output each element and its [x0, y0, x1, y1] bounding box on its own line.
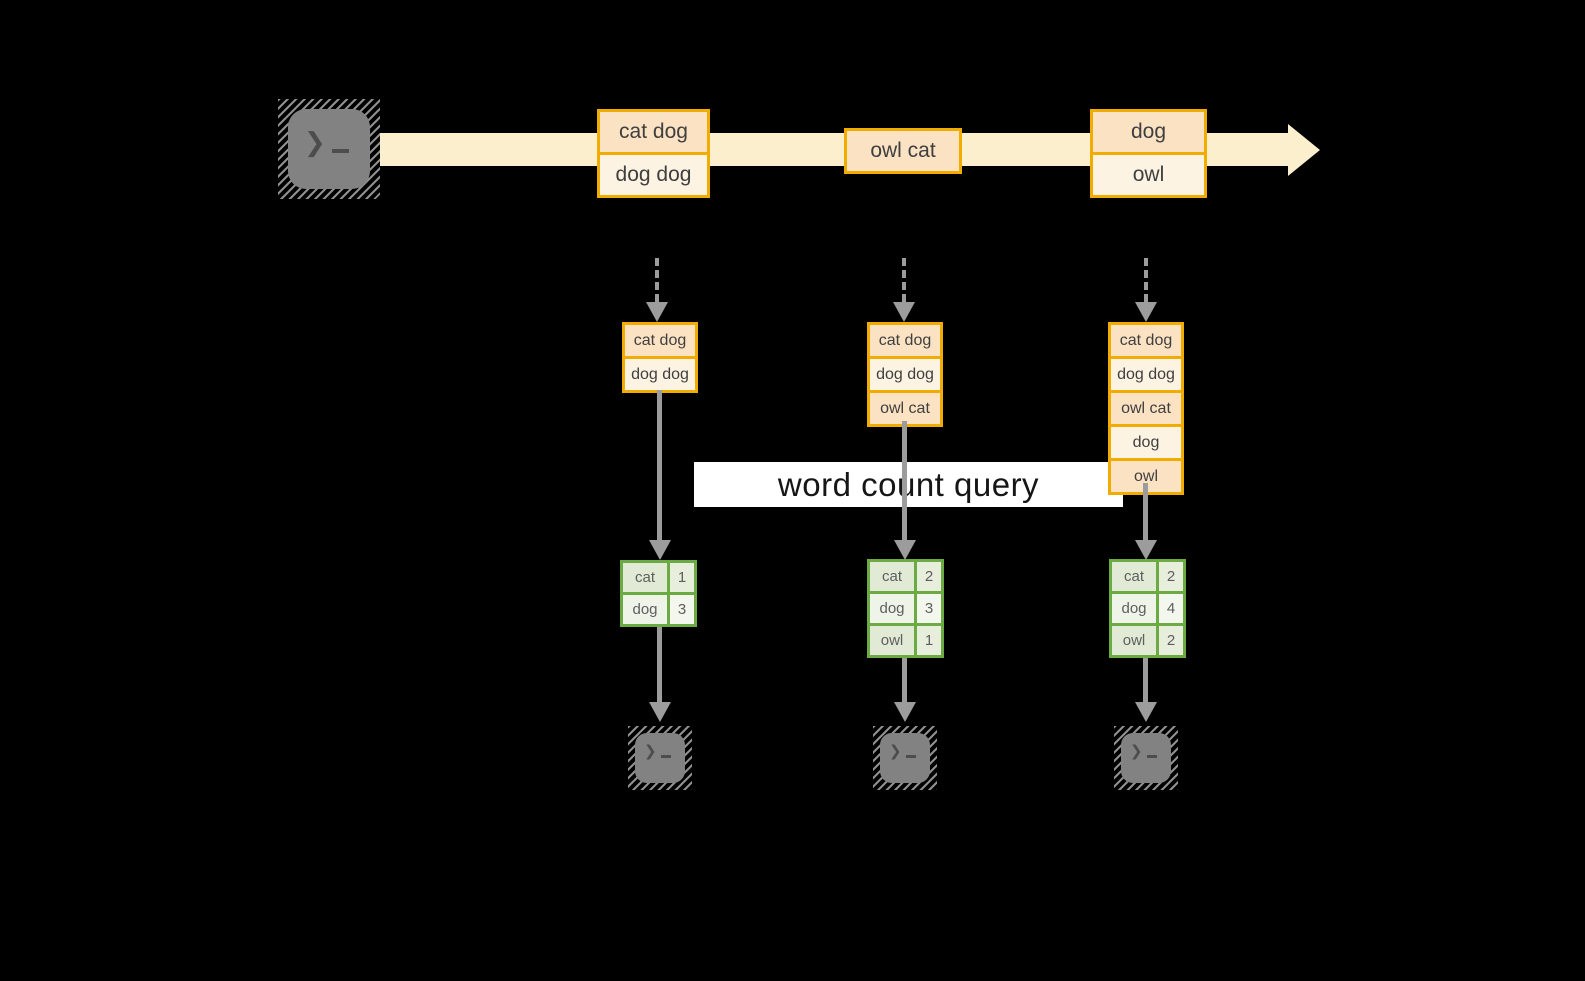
buffer-line: cat dog: [1111, 325, 1181, 356]
event-line: dog dog: [600, 152, 707, 195]
count-row: dog 4: [1112, 591, 1183, 623]
count-value: 3: [917, 594, 941, 623]
stream-source-terminal-icon: ❯: [278, 99, 380, 199]
count-value: 4: [1159, 594, 1183, 623]
output-terminal-1-icon: ❯: [628, 726, 692, 790]
query-arrow-1: [657, 390, 662, 540]
count-word: dog: [1112, 594, 1159, 623]
buffer-line: owl cat: [870, 390, 940, 424]
stream-event-1: cat dog dog dog: [597, 109, 710, 198]
buffer-line: dog dog: [870, 356, 940, 390]
ingest-dashed-arrow-3: [1144, 258, 1148, 302]
query-banner: word count query: [694, 462, 1123, 507]
count-value: 2: [1159, 626, 1183, 655]
ingest-arrowhead-2-icon: [893, 302, 915, 322]
prompt-underscore-icon: [660, 755, 671, 758]
terminal-screen: ❯: [880, 733, 930, 783]
stream-event-3: dog owl: [1090, 109, 1207, 198]
buffer-line: dog dog: [625, 356, 695, 390]
count-value: 2: [917, 562, 941, 591]
output-arrowhead-3-icon: [1135, 702, 1157, 722]
count-table-3: cat 2 dog 4 owl 2: [1109, 559, 1186, 658]
ingest-dashed-arrow-2: [902, 258, 906, 302]
prompt-underscore-icon: [331, 149, 349, 153]
event-line: dog: [1093, 112, 1204, 152]
terminal-screen: ❯: [288, 109, 370, 189]
prompt-underscore-icon: [905, 755, 916, 758]
buffer-line: owl cat: [1111, 390, 1181, 424]
query-arrowhead-3-icon: [1135, 540, 1157, 560]
count-word: dog: [870, 594, 917, 623]
prompt-chevron-icon: ❯: [889, 743, 902, 760]
count-row: owl 2: [1112, 623, 1183, 655]
output-arrow-1: [657, 627, 662, 702]
count-word: cat: [623, 563, 670, 592]
output-arrowhead-1-icon: [649, 702, 671, 722]
terminal-screen: ❯: [1121, 733, 1171, 783]
count-table-2: cat 2 dog 3 owl 1: [867, 559, 944, 658]
output-arrow-3: [1143, 658, 1148, 702]
stream-event-2: owl cat: [844, 128, 962, 174]
buffer-line: cat dog: [870, 325, 940, 356]
buffer-line: cat dog: [625, 325, 695, 356]
count-value: 1: [670, 563, 694, 592]
query-arrowhead-2-icon: [894, 540, 916, 560]
prompt-chevron-icon: ❯: [644, 743, 657, 760]
output-arrow-2: [902, 658, 907, 702]
prompt-chevron-icon: ❯: [304, 127, 326, 157]
output-terminal-2-icon: ❯: [873, 726, 937, 790]
count-row: owl 1: [870, 623, 941, 655]
query-arrow-3: [1143, 483, 1148, 540]
ingest-dashed-arrow-1: [655, 258, 659, 302]
count-value: 1: [917, 626, 941, 655]
ingest-arrowhead-3-icon: [1135, 302, 1157, 322]
count-word: cat: [1112, 562, 1159, 591]
count-word: dog: [623, 595, 670, 624]
event-line: cat dog: [600, 112, 707, 152]
query-arrow-2: [902, 421, 907, 540]
buffer-line: owl: [1111, 458, 1181, 492]
buffer-stack-3: cat dog dog dog owl cat dog owl: [1108, 322, 1184, 495]
count-word: owl: [1112, 626, 1159, 655]
prompt-chevron-icon: ❯: [1130, 743, 1143, 760]
count-table-1: cat 1 dog 3: [620, 560, 697, 627]
count-row: dog 3: [870, 591, 941, 623]
event-line: owl cat: [847, 131, 959, 171]
terminal-screen: ❯: [635, 733, 685, 783]
buffer-line: dog: [1111, 424, 1181, 458]
count-row: cat 2: [870, 562, 941, 591]
count-row: cat 1: [623, 563, 694, 592]
event-line: owl: [1093, 152, 1204, 195]
query-arrowhead-1-icon: [649, 540, 671, 560]
buffer-line: dog dog: [1111, 356, 1181, 390]
prompt-underscore-icon: [1146, 755, 1157, 758]
count-word: cat: [870, 562, 917, 591]
buffer-stack-1: cat dog dog dog: [622, 322, 698, 393]
output-terminal-3-icon: ❯: [1114, 726, 1178, 790]
output-arrowhead-2-icon: [894, 702, 916, 722]
stream-arrowhead-icon: [1288, 124, 1320, 176]
count-row: dog 3: [623, 592, 694, 624]
buffer-stack-2: cat dog dog dog owl cat: [867, 322, 943, 427]
query-banner-label: word count query: [777, 465, 1040, 503]
count-value: 2: [1159, 562, 1183, 591]
count-value: 3: [670, 595, 694, 624]
count-word: owl: [870, 626, 917, 655]
ingest-arrowhead-1-icon: [646, 302, 668, 322]
count-row: cat 2: [1112, 562, 1183, 591]
